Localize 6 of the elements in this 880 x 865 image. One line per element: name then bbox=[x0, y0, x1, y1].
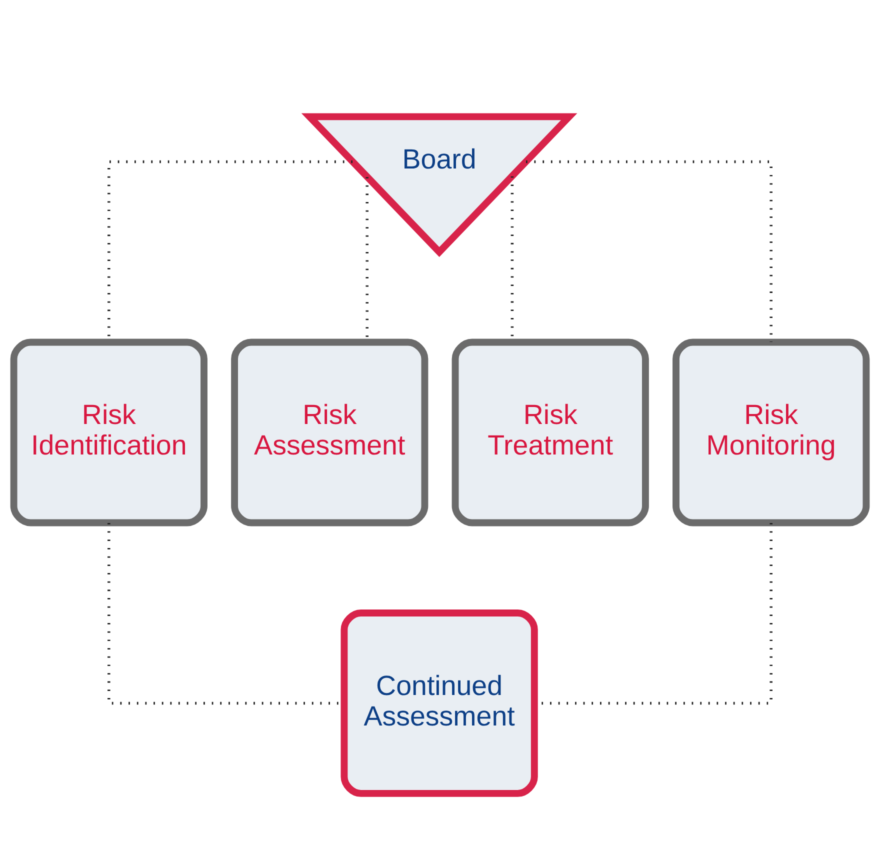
node-box: Risk Treatment bbox=[452, 338, 649, 526]
connector bbox=[526, 160, 772, 342]
node-box: Continued Assessment bbox=[340, 610, 538, 797]
node-box: Risk Assessment bbox=[231, 338, 428, 526]
node-box: Risk Monitoring bbox=[672, 338, 870, 526]
node-box: Risk Identification bbox=[10, 338, 208, 526]
